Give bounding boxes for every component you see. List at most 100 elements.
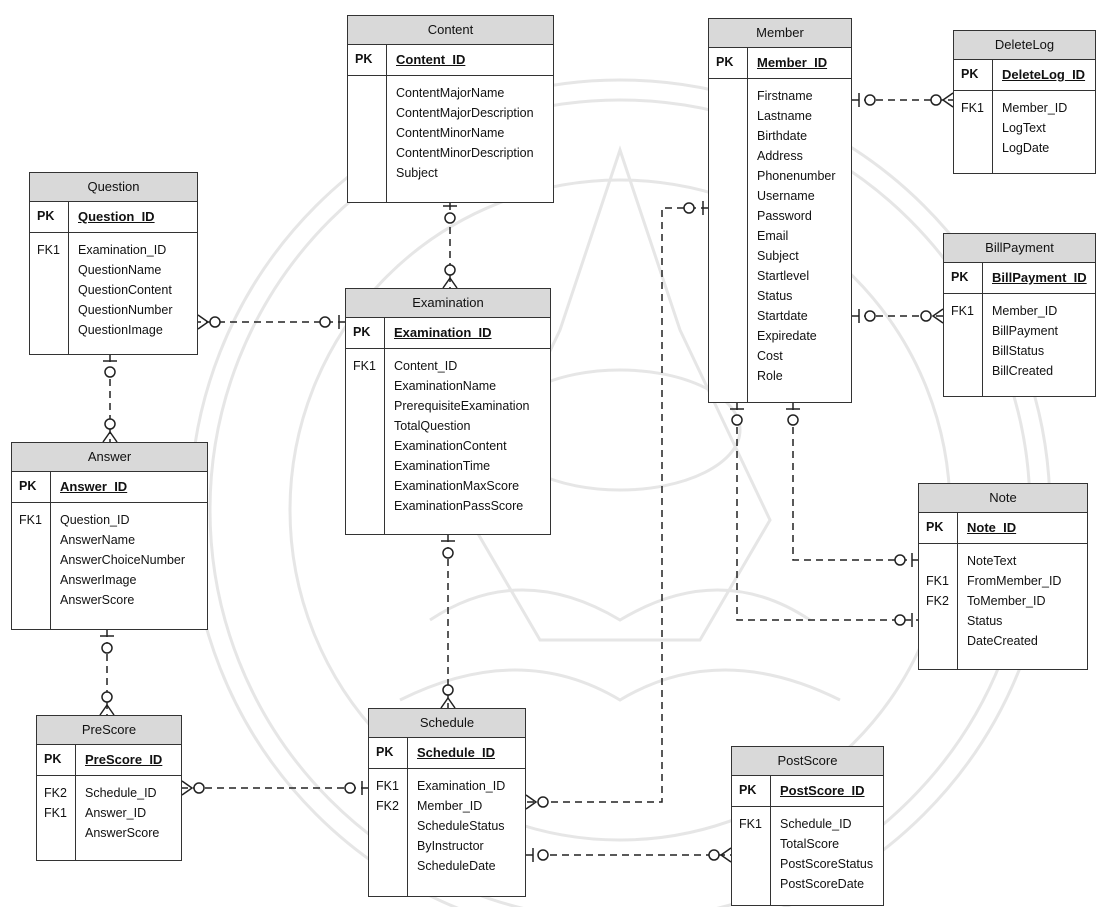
column-divider (50, 472, 51, 502)
fk-label: FK1 (926, 574, 949, 588)
attribute: BillCreated (992, 364, 1054, 378)
attribute: Member_ID (992, 304, 1058, 318)
column-divider (68, 202, 69, 232)
primary-key-row: PK Examination_ID (346, 318, 550, 349)
column-divider (407, 738, 408, 768)
primary-key-field: Examination_ID (394, 325, 492, 340)
attribute: ScheduleDate (417, 859, 496, 873)
attribute: ExaminationTime (394, 459, 491, 473)
entity-title: Examination (346, 289, 550, 318)
attribute: QuestionContent (78, 283, 172, 297)
attribute: Startlevel (757, 269, 810, 283)
attribute: Member_ID (1002, 101, 1068, 115)
primary-key-row: PK Answer_ID (12, 472, 207, 503)
fk-label: FK1 (951, 304, 974, 318)
column-divider (384, 349, 385, 534)
attribute: ToMember_ID (967, 594, 1046, 608)
attribute: BillStatus (992, 344, 1045, 358)
entity-title: PreScore (37, 716, 181, 745)
attribute: QuestionNumber (78, 303, 173, 317)
attribute: Username (757, 189, 815, 203)
attribute: AnswerImage (60, 573, 137, 587)
attribute: TotalScore (780, 837, 840, 851)
column-divider (50, 503, 51, 629)
column-divider (957, 544, 958, 669)
primary-key-field: Note_ID (967, 520, 1017, 535)
attribute: Startdate (757, 309, 808, 323)
primary-key-field: Question_ID (78, 209, 155, 224)
column-divider (770, 807, 771, 905)
attribute: PrerequisiteExamination (394, 399, 530, 413)
column-divider (770, 776, 771, 806)
primary-key-field: Schedule_ID (417, 745, 496, 760)
pk-label: PK (355, 52, 373, 66)
fk-label: FK1 (376, 779, 399, 793)
column-divider (957, 513, 958, 543)
attribute: Phonenumber (757, 169, 836, 183)
attribute: ContentMinorName (396, 126, 505, 140)
attribute: Answer_ID (85, 806, 147, 820)
primary-key-field: PreScore_ID (85, 752, 163, 767)
primary-key-row: PK Content_ID (348, 45, 553, 76)
primary-key-field: Member_ID (757, 55, 828, 70)
attribute: Expiredate (757, 329, 817, 343)
column-divider (75, 776, 76, 860)
attribute: AnswerName (60, 533, 136, 547)
column-divider (982, 294, 983, 396)
fk-label: FK1 (44, 806, 67, 820)
attribute: Firstname (757, 89, 813, 103)
attribute: Cost (757, 349, 783, 363)
primary-key-field: DeleteLog_ID (1002, 67, 1086, 82)
fk-label: FK1 (961, 101, 984, 115)
column-divider (407, 769, 408, 896)
fk-label: FK2 (44, 786, 67, 800)
entity-title: Member (709, 19, 851, 48)
pk-label: PK (19, 479, 37, 493)
attribute: ContentMajorName (396, 86, 505, 100)
attribute: Status (967, 614, 1003, 628)
primary-key-field: Answer_ID (60, 479, 128, 494)
pk-label: PK (44, 752, 62, 766)
attribute: Status (757, 289, 793, 303)
attribute: Email (757, 229, 789, 243)
pk-label: PK (951, 270, 969, 284)
attribute: Schedule_ID (85, 786, 157, 800)
pk-label: PK (961, 67, 979, 81)
primary-key-field: BillPayment_ID (992, 270, 1087, 285)
attribute: Examination_ID (78, 243, 167, 257)
primary-key-row: PK BillPayment_ID (944, 263, 1095, 294)
pk-label: PK (353, 325, 371, 339)
attribute: TotalQuestion (394, 419, 471, 433)
primary-key-field: Content_ID (396, 52, 466, 67)
fk-label: FK1 (739, 817, 762, 831)
primary-key-row: PK Question_ID (30, 202, 197, 233)
entity-title: Question (30, 173, 197, 202)
attribute: Password (757, 209, 812, 223)
attribute: LogDate (1002, 141, 1050, 155)
fk-label: FK1 (19, 513, 42, 527)
attribute: Schedule_ID (780, 817, 852, 831)
pk-label: PK (739, 783, 757, 797)
pk-label: PK (37, 209, 55, 223)
entity-title: Note (919, 484, 1087, 513)
fk-label: FK2 (926, 594, 949, 608)
attribute: Member_ID (417, 799, 483, 813)
